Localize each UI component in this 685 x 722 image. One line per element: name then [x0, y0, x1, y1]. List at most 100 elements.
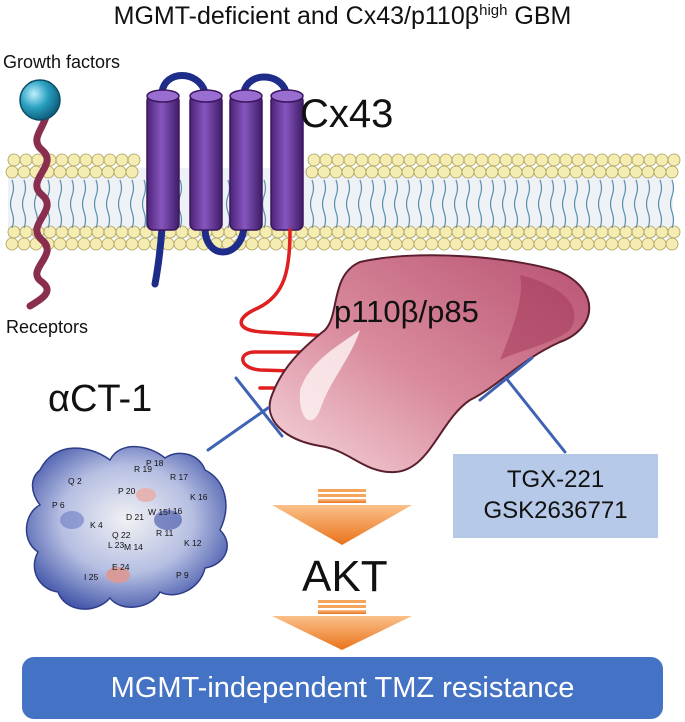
- lipid-head: [451, 153, 465, 167]
- arrow-to-outcome: [272, 600, 412, 650]
- lipid-tail: [129, 179, 135, 229]
- lipid-tail: [585, 179, 591, 229]
- lipid-tail: [621, 179, 627, 229]
- lipid-head: [53, 237, 67, 251]
- lipid-head: [379, 153, 393, 167]
- lipid-head: [91, 153, 105, 167]
- lipid-head: [353, 165, 367, 179]
- lipid-head: [127, 225, 141, 239]
- lipid-tail: [345, 179, 351, 229]
- peptide-residue-label: K 4: [90, 520, 103, 530]
- lipid-head: [569, 165, 583, 179]
- peptide-residue-label: D 21: [126, 512, 144, 522]
- lipid-head: [293, 237, 307, 251]
- lipid-tail: [657, 179, 663, 229]
- lipid-head: [43, 225, 57, 239]
- lipid-head: [101, 165, 115, 179]
- lipid-head: [521, 165, 535, 179]
- peptide-residue-label: Q 22: [112, 530, 131, 540]
- lipid-head: [305, 165, 319, 179]
- peptide-residue-label: P 6: [52, 500, 65, 510]
- lipid-head: [5, 165, 19, 179]
- cx43-label: Cx43: [300, 92, 394, 136]
- figure-title: MGMT-deficient and Cx43/p110βhigh GBM: [113, 2, 572, 30]
- lipid-tail: [333, 179, 339, 229]
- lipid-tail: [441, 179, 447, 229]
- lipid-head: [127, 153, 141, 167]
- lipid-head: [557, 165, 571, 179]
- lipid-head: [545, 237, 559, 251]
- lipid-tail: [573, 179, 579, 229]
- peptide-residue-label: I 25: [84, 572, 98, 582]
- lipid-tail: [561, 179, 567, 229]
- lipid-tail: [609, 179, 615, 229]
- lipid-head: [487, 225, 501, 239]
- lipid-head: [389, 165, 403, 179]
- lipid-head: [355, 225, 369, 239]
- lipid-head: [115, 225, 129, 239]
- lipid-tail: [405, 179, 411, 229]
- lipid-tail: [393, 179, 399, 229]
- lipid-head: [547, 153, 561, 167]
- lipid-head: [499, 225, 513, 239]
- lipid-head: [427, 225, 441, 239]
- lipid-head: [269, 237, 283, 251]
- lipid-head: [89, 237, 103, 251]
- lipid-head: [425, 165, 439, 179]
- lipid-head: [79, 225, 93, 239]
- lipid-head: [137, 237, 151, 251]
- lipid-tail: [69, 179, 75, 229]
- lipid-head: [559, 225, 573, 239]
- lipid-head: [631, 153, 645, 167]
- lipid-head: [485, 165, 499, 179]
- inhibitor-box: TGX-221 GSK2636771: [453, 454, 658, 538]
- lipid-head: [605, 237, 619, 251]
- lipid-head: [77, 165, 91, 179]
- lipid-head: [103, 153, 117, 167]
- lipid-head: [353, 237, 367, 251]
- lipid-tail: [597, 179, 603, 229]
- peptide-residue-label: K 12: [184, 538, 202, 548]
- lipid-tail: [633, 179, 639, 229]
- lipid-head: [475, 153, 489, 167]
- lipid-tail: [477, 179, 483, 229]
- lipid-head: [473, 237, 487, 251]
- lipid-head: [341, 237, 355, 251]
- lipid-head: [617, 237, 631, 251]
- lipid-tail: [513, 179, 519, 229]
- lipid-head: [173, 237, 187, 251]
- lipid-tail: [357, 179, 363, 229]
- lipid-head: [559, 153, 573, 167]
- lipid-head: [629, 237, 643, 251]
- lipid-head: [509, 165, 523, 179]
- lipid-head: [341, 165, 355, 179]
- lipid-head: [497, 165, 511, 179]
- lipid-tail: [549, 179, 555, 229]
- lipid-head: [365, 165, 379, 179]
- lipid-head: [619, 153, 633, 167]
- lipid-head: [533, 165, 547, 179]
- lipid-head: [425, 237, 439, 251]
- lipid-head: [449, 165, 463, 179]
- lipid-head: [583, 225, 597, 239]
- p110-p85-complex: [268, 254, 591, 474]
- lipid-head: [607, 153, 621, 167]
- lipid-head: [331, 225, 345, 239]
- lipid-head: [667, 153, 681, 167]
- lipid-head: [605, 165, 619, 179]
- lipid-head: [523, 153, 537, 167]
- lipid-head: [521, 237, 535, 251]
- lipid-head: [545, 165, 559, 179]
- peptide-residue-label: M 14: [124, 542, 143, 552]
- lipid-tail: [417, 179, 423, 229]
- act1-inhibition-line: [206, 376, 284, 452]
- lipid-head: [365, 237, 379, 251]
- lipid-tail: [81, 179, 87, 229]
- lipid-head: [511, 225, 525, 239]
- lipid-head: [53, 165, 67, 179]
- lipid-head: [115, 153, 129, 167]
- lipid-tail: [309, 179, 315, 229]
- lipid-head: [65, 237, 79, 251]
- lipid-head: [79, 153, 93, 167]
